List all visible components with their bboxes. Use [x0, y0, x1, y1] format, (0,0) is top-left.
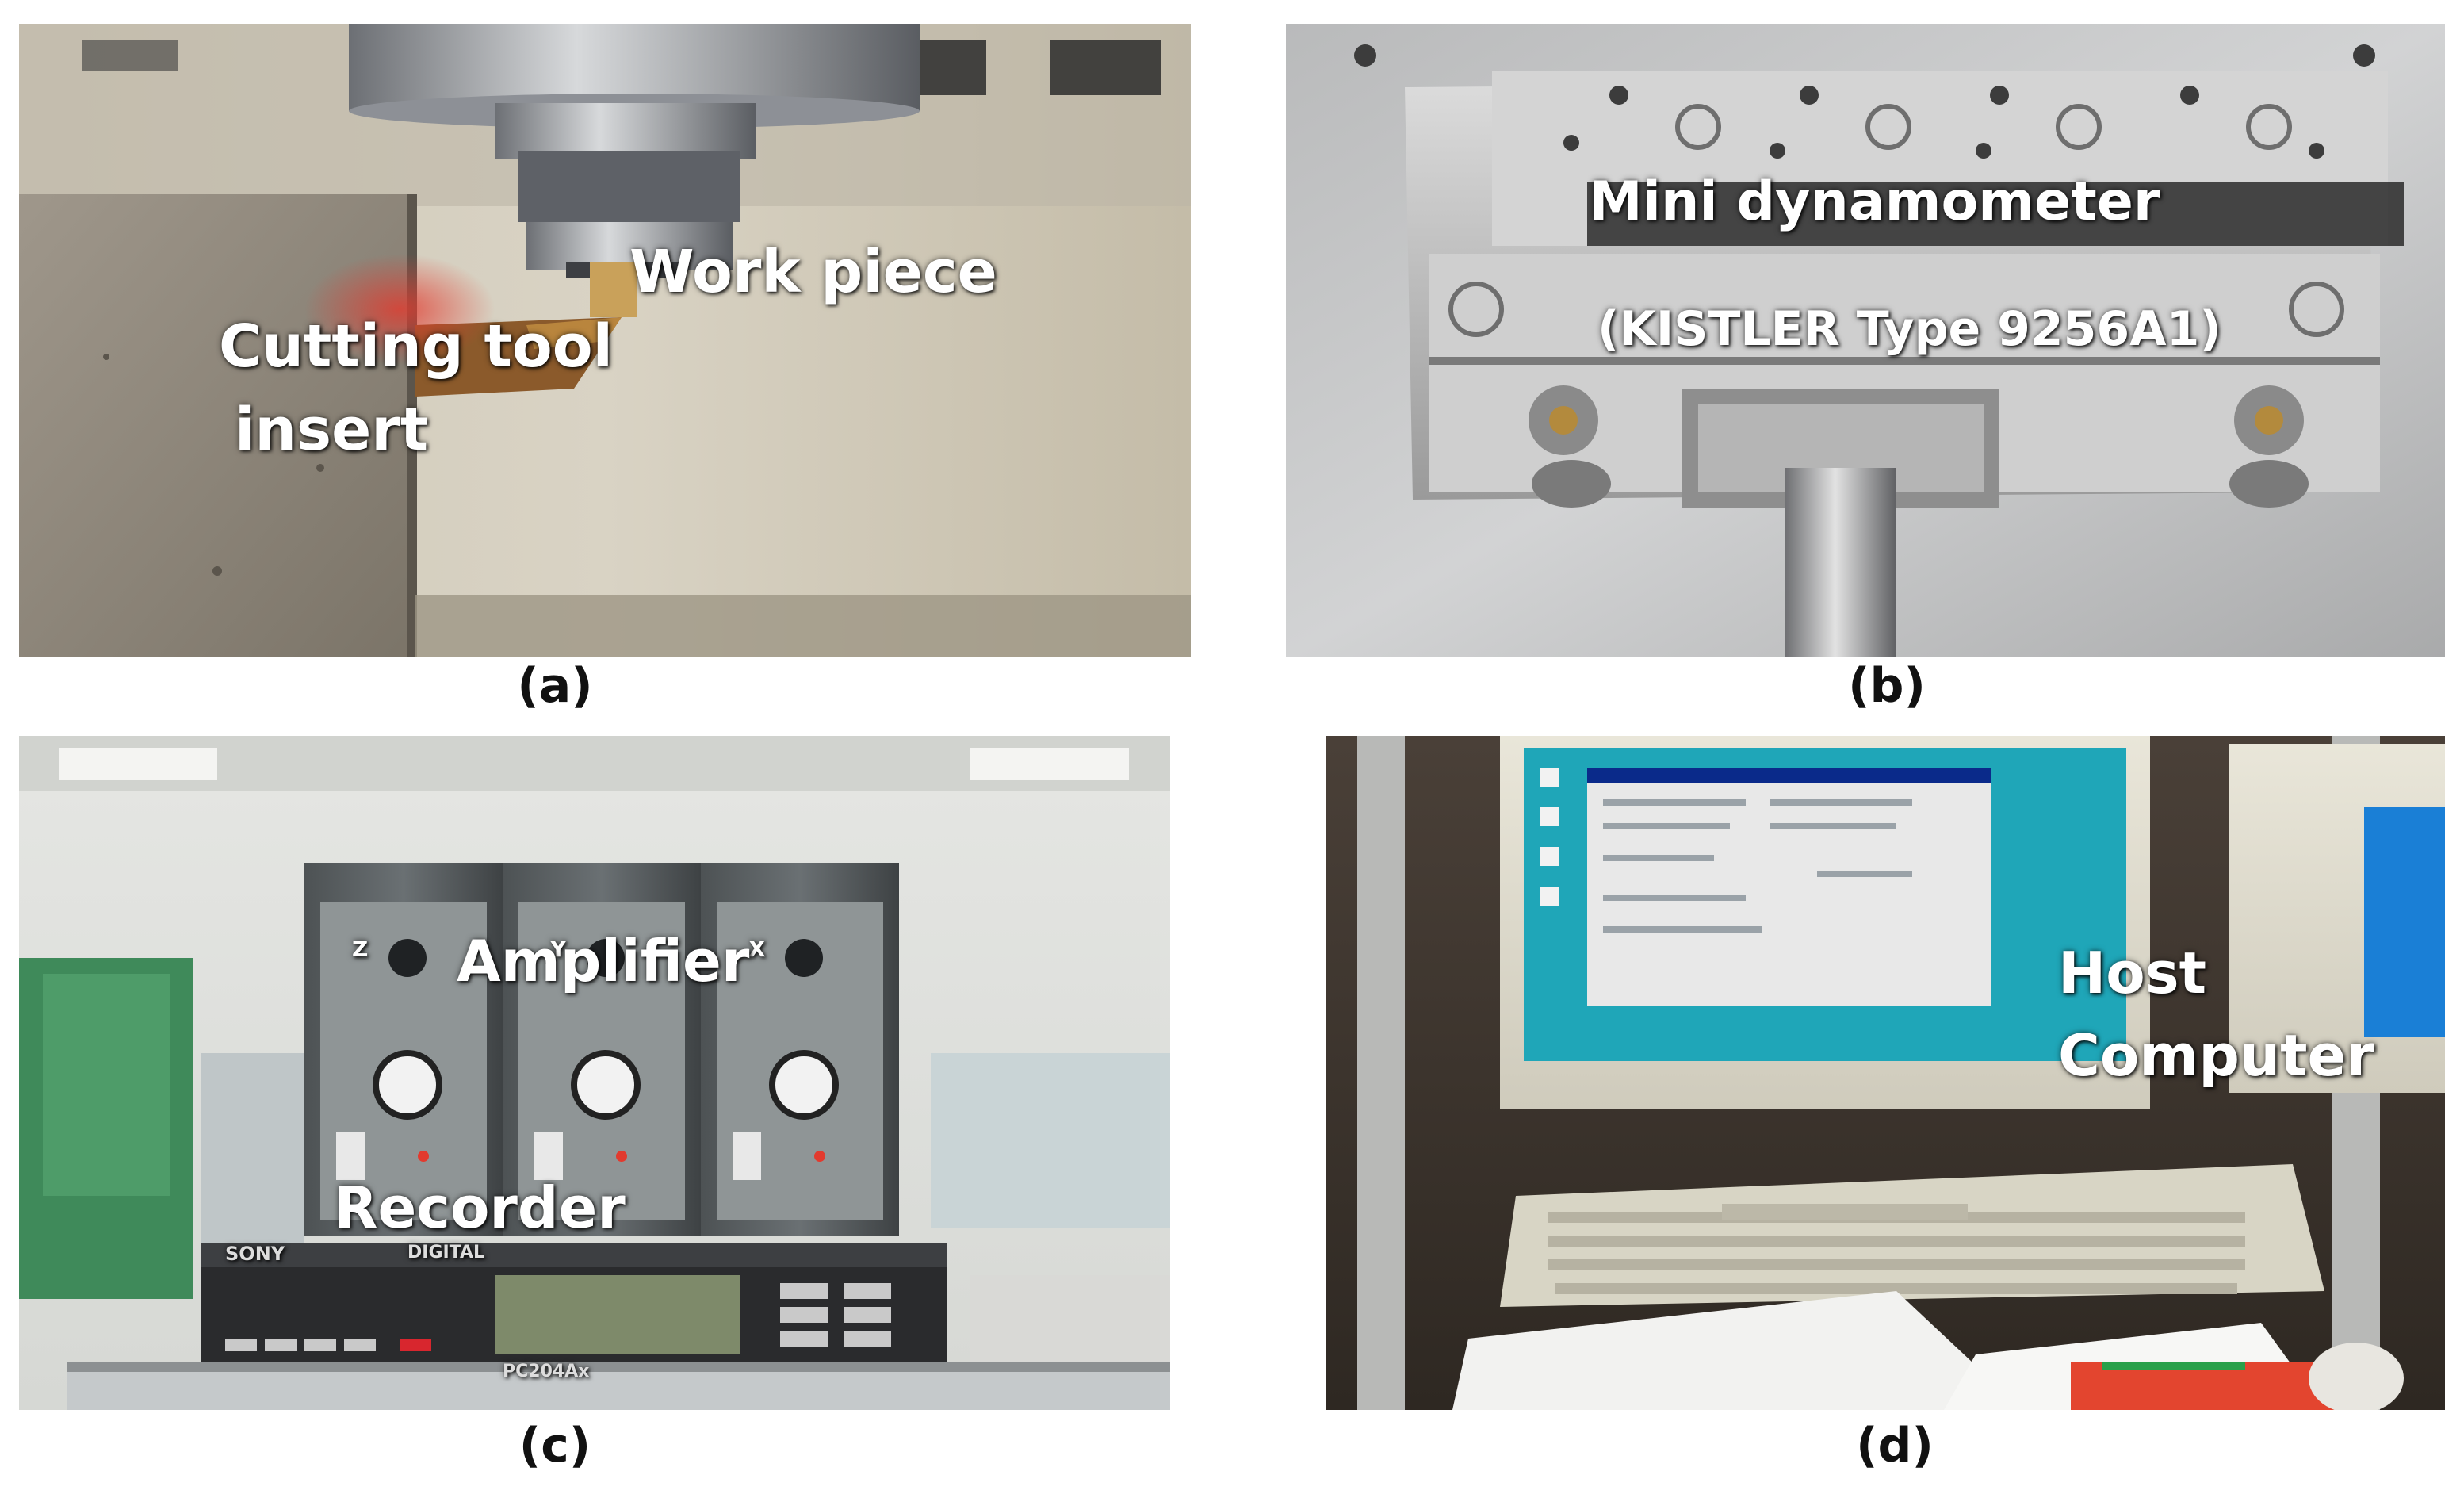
recorder-brand: SONY: [225, 1243, 285, 1265]
amp-x-label: X: [748, 936, 766, 962]
photo-cutting-tool-image: [19, 24, 1191, 657]
photo-cutting-tool: Work piece Cutting tool insert: [19, 24, 1191, 657]
photo-host-computer: Host Computer: [1326, 736, 2445, 1410]
photo-host-computer-image: [1326, 736, 2445, 1410]
computer-label: Computer: [2058, 1022, 2374, 1089]
amp-y-label: Y: [550, 936, 567, 962]
host-label: Host: [2058, 940, 2206, 1006]
caption-b: (b): [1848, 658, 1926, 714]
dynamometer-label: Mini dynamometer: [1589, 170, 2160, 233]
amplifier-label: Amplifier: [457, 928, 750, 994]
photo-amplifier-recorder: Z Y X SONY DIGITAL PC204Ax Amplifier Rec…: [19, 736, 1170, 1410]
photo-dynamometer-image: [1286, 24, 2445, 657]
photo-amplifier-recorder-image: [19, 736, 1170, 1410]
recorder-model: PC204Ax: [503, 1362, 590, 1381]
recorder-type: DIGITAL: [407, 1243, 485, 1262]
insert-label: insert: [235, 396, 429, 464]
dynamometer-model-label: (KISTLER Type 9256A1): [1597, 301, 2221, 357]
caption-d: (d): [1856, 1418, 1934, 1473]
amp-z-label: Z: [352, 936, 369, 962]
caption-a: (a): [517, 658, 593, 714]
cutting-tool-label: Cutting tool: [219, 312, 613, 381]
recorder-label: Recorder: [334, 1174, 626, 1241]
photo-dynamometer: Mini dynamometer (KISTLER Type 9256A1): [1286, 24, 2445, 657]
caption-c: (c): [518, 1418, 591, 1473]
work-piece-label: Work piece: [629, 238, 997, 306]
